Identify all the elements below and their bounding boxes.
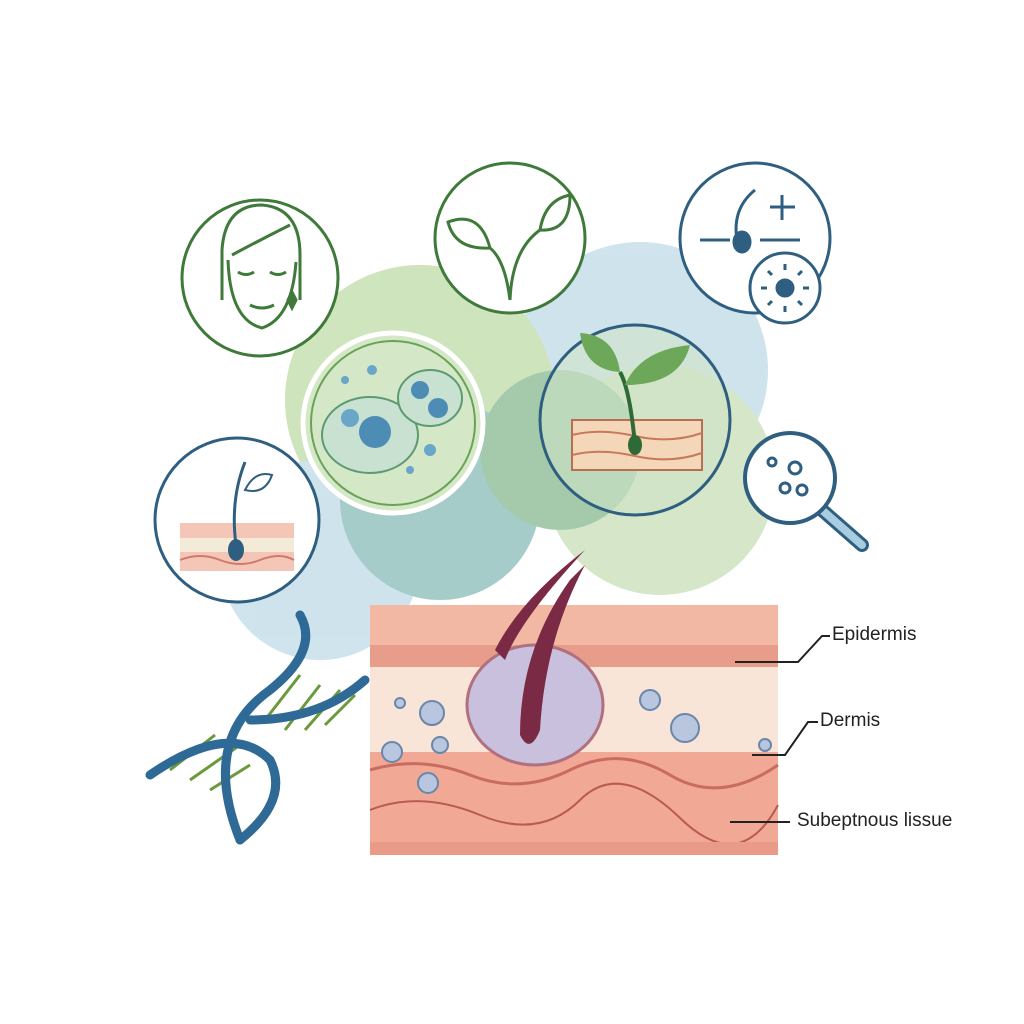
label-subcutaneous-tissue: Subeptnous lissue — [797, 810, 953, 831]
dna-helix-icon — [145, 610, 370, 845]
plant-leaves-icon — [433, 161, 587, 315]
hair-follicle-sun-icon — [678, 161, 832, 325]
face-icon — [180, 198, 340, 358]
label-leaders — [730, 635, 830, 823]
label-epidermis: Epidermis — [832, 624, 917, 645]
magnifier-icon — [743, 431, 869, 552]
label-dermis: Dermis — [820, 710, 881, 731]
hair-skin-layer-icon — [153, 436, 321, 604]
skin-cross-section — [369, 550, 779, 855]
sprout-skin-icon — [538, 323, 732, 517]
cells-icon — [300, 330, 486, 516]
